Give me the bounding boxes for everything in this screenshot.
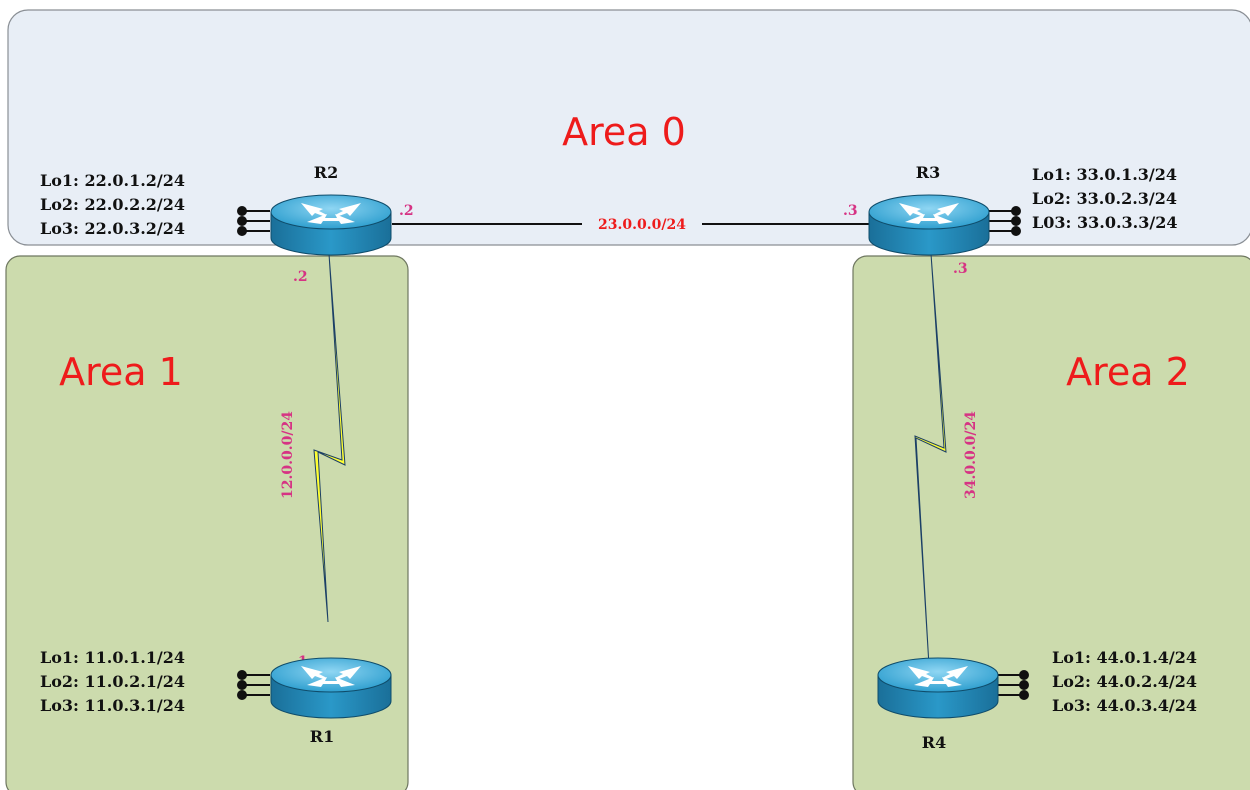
serial-bolt-r1-r2 <box>313 253 346 623</box>
area-0-title: Area 0 <box>562 110 686 154</box>
r4-loopback-3: Lo3: 44.0.3.4/24 <box>1052 696 1197 715</box>
area-1-title: Area 1 <box>59 350 183 394</box>
r2-loopback-2: Lo2: 22.0.2.2/24 <box>40 195 185 214</box>
r2-loopback-stubs <box>237 206 270 236</box>
r2-loopback-1: Lo1: 22.0.1.2/24 <box>40 171 185 190</box>
network-label-12: 12.0.0.0/24 <box>280 411 296 499</box>
router-r4-icon[interactable] <box>877 657 999 719</box>
router-r1-name: R1 <box>310 727 334 746</box>
r3-serial-interface-label: .3 <box>953 261 968 277</box>
router-r4-name: R4 <box>922 733 946 752</box>
r3-loopback-stubs <box>988 206 1021 236</box>
router-r3-icon[interactable] <box>868 194 990 256</box>
r3-loopback-2: Lo2: 33.0.2.3/24 <box>1032 189 1177 208</box>
router-r1-icon[interactable] <box>270 657 392 719</box>
r3-eth-interface-label: .3 <box>843 203 858 219</box>
r1-loopback-stubs <box>237 670 270 700</box>
r3-loopback-1: Lo1: 33.0.1.3/24 <box>1032 165 1177 184</box>
r1-loopback-2: Lo2: 11.0.2.1/24 <box>40 672 185 691</box>
router-r3-name: R3 <box>916 163 940 182</box>
r3-loopback-3: L03: 33.0.3.3/24 <box>1032 213 1177 232</box>
r1-loopback-1: Lo1: 11.0.1.1/24 <box>40 648 185 667</box>
r2-loopback-3: Lo3: 22.0.3.2/24 <box>40 219 185 238</box>
router-r2-name: R2 <box>314 163 338 182</box>
r4-loopback-2: Lo2: 44.0.2.4/24 <box>1052 672 1197 691</box>
r4-loopback-stubs <box>996 670 1029 700</box>
area-0-region <box>7 9 1250 246</box>
network-label-23: 23.0.0.0/24 <box>598 217 686 233</box>
r2-serial-interface-label: .2 <box>293 269 308 285</box>
r2-eth-interface-label: .2 <box>399 203 414 219</box>
area-1-region <box>5 255 409 790</box>
link-r2-r3-label-bg <box>582 214 702 234</box>
area-2-title: Area 2 <box>1066 350 1190 394</box>
area-2-region <box>852 255 1250 790</box>
network-label-34: 34.0.0.0/24 <box>963 411 979 499</box>
router-r2-icon[interactable] <box>270 194 392 256</box>
r1-loopback-3: Lo3: 11.0.3.1/24 <box>40 696 185 715</box>
serial-link-r1-r2 <box>313 253 346 623</box>
r4-loopback-1: Lo1: 44.0.1.4/24 <box>1052 648 1197 667</box>
